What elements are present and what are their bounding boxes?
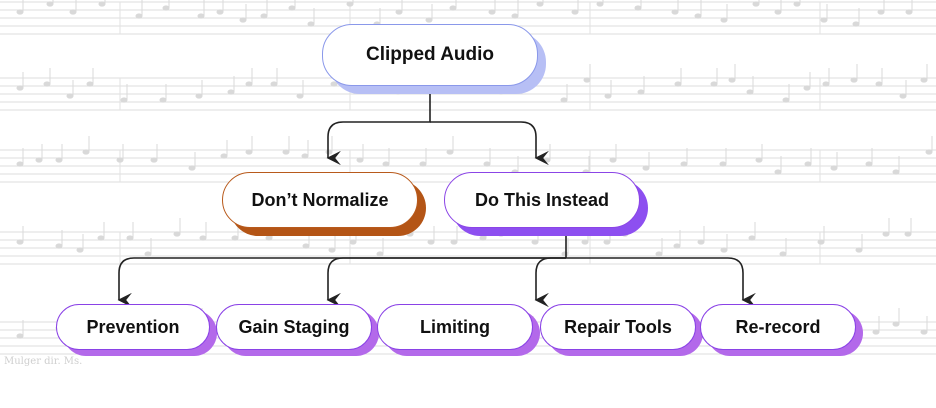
leaf-node-label: Limiting bbox=[420, 316, 490, 337]
root-node-clipped-audio: Clipped Audio bbox=[322, 24, 538, 86]
connector-root-branch-left bbox=[326, 86, 431, 166]
leaf-node-gain-staging: Gain Staging bbox=[216, 304, 372, 350]
branch-node-label: Do This Instead bbox=[474, 189, 609, 210]
connector-root-branch-right bbox=[430, 121, 549, 166]
leaf-node-re-record: Re-record bbox=[700, 304, 856, 350]
leaf-node-prevention: Prevention bbox=[56, 304, 210, 350]
root-node-label: Clipped Audio bbox=[365, 44, 495, 65]
connector-leaf-1 bbox=[117, 257, 566, 308]
leaf-node-repair-tools: Repair Tools bbox=[540, 304, 696, 350]
branch-node-label: Don’t Normalize bbox=[251, 189, 389, 210]
leaf-node-limiting: Limiting bbox=[377, 304, 533, 350]
connector-leaf-2 bbox=[326, 257, 566, 308]
connector-leaf-3 bbox=[534, 257, 566, 308]
leaf-node-label: Prevention bbox=[86, 316, 180, 337]
leaf-node-label: Re-record bbox=[735, 316, 821, 337]
leaf-node-label: Repair Tools bbox=[564, 316, 672, 337]
score-inscription: Mulger dir. Ms. bbox=[4, 356, 82, 367]
leaf-node-label: Gain Staging bbox=[238, 316, 350, 337]
connector-leaf-5 bbox=[566, 257, 756, 308]
branch-node-dont-normalize: Don’t Normalize bbox=[222, 172, 418, 228]
branch-node-do-this-instead: Do This Instead bbox=[444, 172, 640, 228]
